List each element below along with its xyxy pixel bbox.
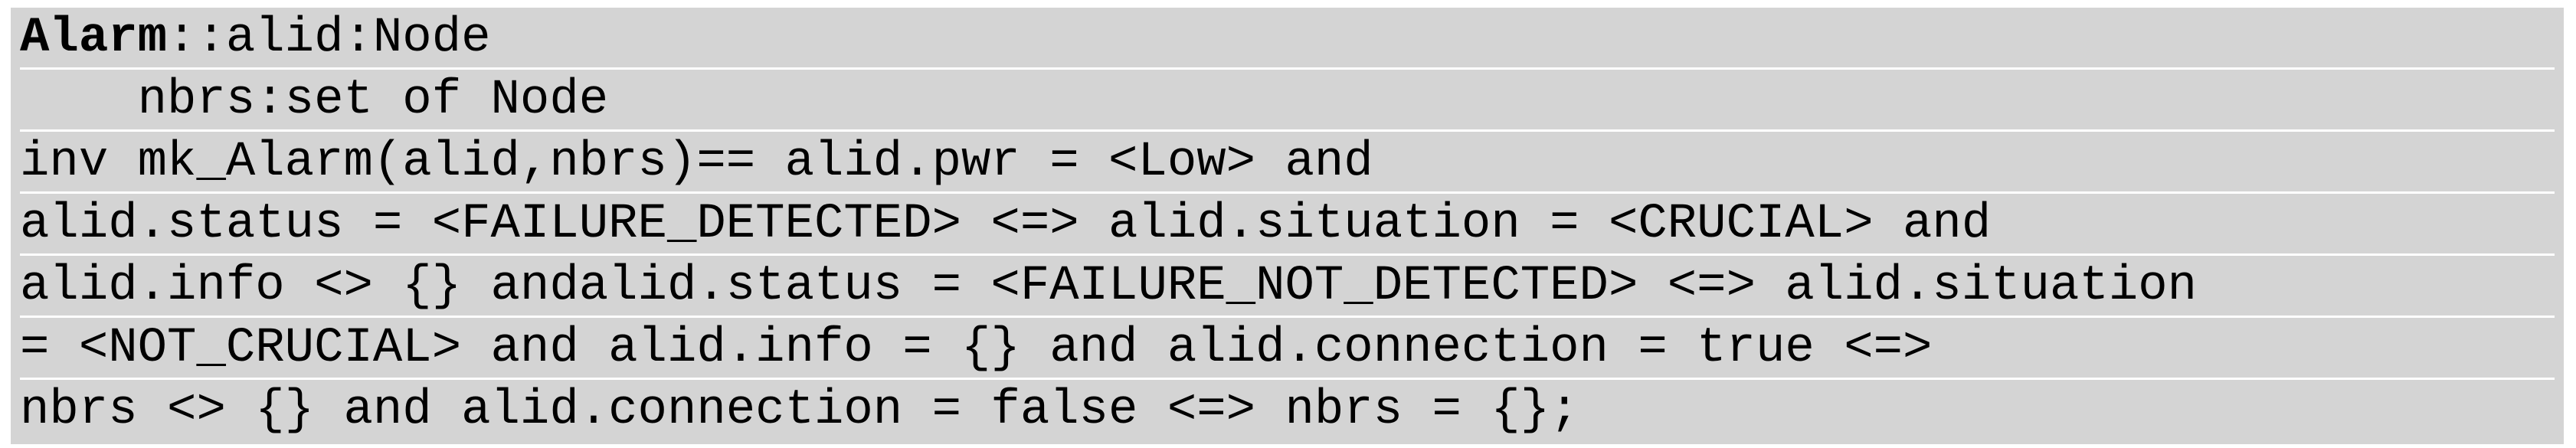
code-line-6: = <NOT_CRUCIAL> and alid.info = {} and a… xyxy=(20,318,2555,380)
code-block: Alarm::alid:Node nbrs:set of Node inv mk… xyxy=(11,8,2564,444)
code-line-5: alid.info <> {} andalid.status = <FAILUR… xyxy=(20,256,2555,318)
code-line-4: alid.status = <FAILURE_DETECTED> <=> ali… xyxy=(20,194,2555,256)
code-line-1: Alarm::alid:Node xyxy=(20,8,2555,70)
code-line-3: inv mk_Alarm(alid,nbrs)== alid.pwr = <Lo… xyxy=(20,132,2555,194)
record-type-keyword: Alarm xyxy=(20,11,168,66)
code-line-2: nbrs:set of Node xyxy=(20,70,2555,132)
code-line-1-text: ::alid:Node xyxy=(167,11,491,66)
code-line-7: nbrs <> {} and alid.connection = false <… xyxy=(20,383,1579,438)
